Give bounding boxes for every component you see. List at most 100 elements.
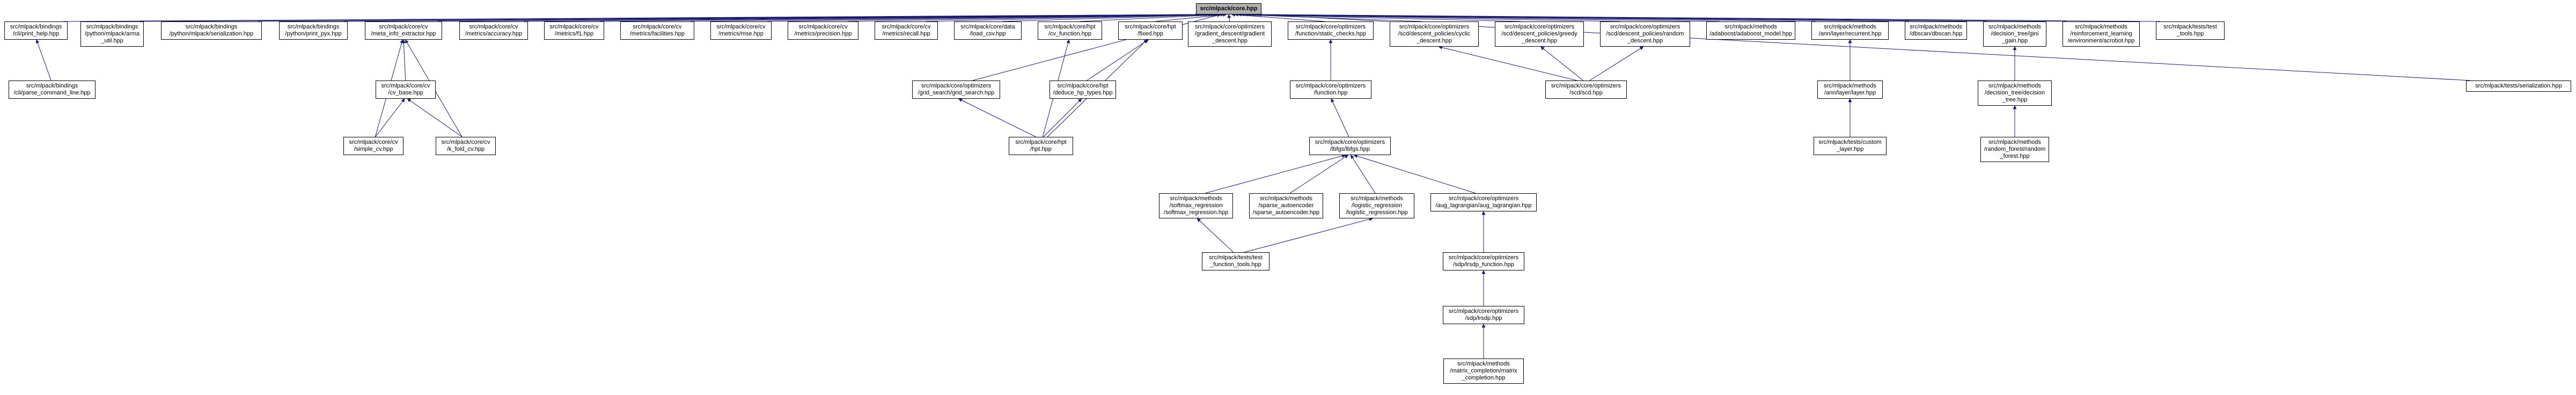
graph-node-hpt[interactable]: src/mlpack/core/hpt/hpt.hpp [1009,137,1073,155]
node-label-line: /adaboost/adaboost_model.hpp [1709,31,1793,37]
graph-node-gini_gain[interactable]: src/mlpack/methods/decision_tree/gini_ga… [1983,21,2046,47]
graph-node-scd[interactable]: src/mlpack/core/optimizers/scd/scd.hpp [1545,81,1627,99]
graph-node-lrsdp_function[interactable]: src/mlpack/core/optimizers/sdp/lrsdp_fun… [1443,252,1524,270]
node-label-line: /reinforcement_learning [2070,31,2132,37]
graph-edge-scd-to-random_descent [1589,46,1644,81]
graph-node-print_pyx[interactable]: src/mlpack/bindings/python/print_pyx.hpp [279,21,348,40]
node-label-line: /aug_lagrangian/aug_lagrangian.hpp [1435,202,1532,209]
graph-edge-recall-to-core [926,12,1220,22]
node-label-line: /function/static_checks.hpp [1295,31,1367,37]
current-file-node: src/mlpack/core.hpp [1196,3,1261,14]
graph-node-custom_layer[interactable]: src/mlpack/tests/custom_layer.hpp [1814,137,1887,155]
node-label-line: /random_forest/random [1984,146,2046,152]
node-label-line: src/mlpack/core/cv [549,24,599,30]
graph-edge-cyclic_descent-to-core [1234,12,1422,22]
node-label-line: /scd/scd.hpp [1569,90,1603,96]
graph-edge-hpt-to-grid_search [958,98,1036,137]
node-label-line: /cli/print_help.hpp [12,31,60,37]
graph-node-mse[interactable]: src/mlpack/core/cv/metrics/mse.hpp [710,21,772,40]
graph-node-lbfgs[interactable]: src/mlpack/core/optimizers/lbfgs/lbfgs.h… [1309,137,1391,155]
graph-node-decision_tree[interactable]: src/mlpack/methods/decision_tree/decisio… [1978,81,2052,106]
graph-node-cyclic_descent[interactable]: src/mlpack/core/optimizers/scd/descent_p… [1390,21,1479,47]
node-label-line: /environment/acrobot.hpp [2067,38,2135,44]
graph-node-py_serialization[interactable]: src/mlpack/bindings/python/mlpack/serial… [161,21,262,40]
node-label-line: /scd/descent_policies/cyclic [1398,31,1471,37]
graph-node-meta_info_extractor[interactable]: src/mlpack/core/cv/meta_info_extractor.h… [365,21,442,40]
node-label-line: src/mlpack/core/cv [381,83,430,89]
graph-node-k_fold_cv[interactable]: src/mlpack/core/cv/k_fold_cv.hpp [436,137,496,155]
graph-node-accuracy[interactable]: src/mlpack/core/cv/metrics/accuracy.hpp [459,21,528,40]
graph-node-precision[interactable]: src/mlpack/core/cv/metrics/precision.hpp [788,21,858,40]
graph-node-sparse_autoencoder[interactable]: src/mlpack/methods/sparse_autoencoder/sp… [1249,193,1323,218]
graph-edge-scd-to-greedy_descent [1540,46,1584,81]
node-label-line: _gain.hpp [2001,38,2028,44]
node-label-line: src/mlpack/core/cv [469,24,518,30]
node-label-line: /cv_base.hpp [388,90,423,96]
graph-node-random_descent[interactable]: src/mlpack/core/optimizers/scd/descent_p… [1600,21,1690,47]
graph-node-f1[interactable]: src/mlpack/core/cv/metrics/f1.hpp [544,21,604,40]
graph-node-load_csv[interactable]: src/mlpack/core/data/load_csv.hpp [954,21,1022,40]
node-label-line: /softmax_regression.hpp [1163,209,1229,216]
graph-node-static_checks[interactable]: src/mlpack/core/optimizers/function/stat… [1288,21,1374,40]
node-label-line: /scd/descent_policies/greedy [1501,31,1577,37]
node-label-line: /logistic_regression [1351,202,1403,209]
graph-node-cv_function[interactable]: src/mlpack/core/hpt/cv_function.hpp [1038,21,1102,40]
graph-node-gradient_descent[interactable]: src/mlpack/core/optimizers/gradient_desc… [1188,21,1272,47]
node-label-line: src/mlpack/tests/test [1209,254,1263,261]
graph-edge-gradient_descent-to-core [1227,14,1231,22]
node-label-line: /decision_tree/decision [1985,90,2045,96]
graph-node-recurrent[interactable]: src/mlpack/methods/ann/layer/recurrent.h… [1811,21,1889,40]
node-label-line: /matrix_completion/matrix [1450,368,1517,374]
graph-node-deduce_hp_types[interactable]: src/mlpack/core/hpt/deduce_hp_types.hpp [1050,81,1116,99]
node-label-line: src/mlpack/methods [2075,24,2127,30]
node-label-line: src/mlpack/bindings [185,24,238,30]
graph-node-facilities[interactable]: src/mlpack/core/cv/metrics/facilities.hp… [620,21,694,40]
node-label-line: src/mlpack/core/optimizers [1448,254,1519,261]
node-label-line: src/mlpack/methods [1988,24,2041,30]
node-label-line: /logistic_regression.hpp [1346,209,1408,216]
graph-node-aug_lagrangian[interactable]: src/mlpack/core/optimizers/aug_lagrangia… [1430,193,1537,211]
node-label-line: src/mlpack/bindings [10,24,62,30]
graph-node-test_tools[interactable]: src/mlpack/tests/test_tools.hpp [2156,21,2225,40]
graph-node-fixed[interactable]: src/mlpack/core/hpt/fixed.hpp [1118,21,1183,40]
graph-node-tests_serialization[interactable]: src/mlpack/tests/serialization.hpp [2466,81,2571,92]
graph-edge-lbfgs-to-function [1331,98,1349,137]
node-label-line: /metrics/mse.hpp [718,31,764,37]
graph-node-parse_command_line[interactable]: src/mlpack/bindings/cli/parse_command_li… [9,81,96,99]
node-label-line: /fixed.hpp [1137,31,1163,37]
graph-edge-simple_cv-to-cv_base [375,98,405,137]
graph-edge-deduce_hp_types-to-fixed [1087,39,1149,81]
graph-node-softmax_regression[interactable]: src/mlpack/methods/softmax_regression/so… [1159,193,1233,218]
graph-node-cv_base[interactable]: src/mlpack/core/cv/cv_base.hpp [376,81,436,99]
graph-node-adaboost_model[interactable]: src/mlpack/methods/adaboost/adaboost_mod… [1706,21,1795,40]
node-label-line: _util.hpp [101,38,123,44]
graph-node-grid_search[interactable]: src/mlpack/core/optimizers/grid_search/g… [912,81,1000,99]
graph-node-random_forest[interactable]: src/mlpack/methods/random_forest/random_… [1980,137,2049,162]
node-label-line: /function.hpp [1313,90,1348,96]
node-label-line: src/mlpack/core/optimizers [1295,83,1366,89]
graph-node-greedy_descent[interactable]: src/mlpack/core/optimizers/scd/descent_p… [1495,21,1584,47]
node-label-line: /metrics/f1.hpp [554,31,594,37]
graph-node-logistic_regression[interactable]: src/mlpack/methods/logistic_regression/l… [1339,193,1414,218]
node-label-line: /sdp/lrsdp.hpp [1465,315,1502,321]
graph-node-matrix_completion[interactable]: src/mlpack/methods/matrix_completion/mat… [1443,359,1524,384]
node-label-line: src/mlpack/tests/serialization.hpp [2475,83,2562,89]
graph-node-function[interactable]: src/mlpack/core/optimizers/function.hpp [1290,81,1371,99]
node-label-line: /hpt.hpp [1030,146,1052,152]
graph-node-recall[interactable]: src/mlpack/core/cv/metrics/recall.hpp [875,21,938,40]
graph-node-test_function_tools[interactable]: src/mlpack/tests/test_function_tools.hpp [1202,252,1269,270]
node-label-line: src/mlpack/tests/custom [1818,139,1882,145]
graph-node-print_help[interactable]: src/mlpack/bindings/cli/print_help.hpp [4,21,68,40]
node-label-line: src/mlpack/methods [1260,195,1312,202]
node-label-line: _tools.hpp [2176,31,2204,37]
node-label-line: _descent.hpp [1212,38,1248,44]
graph-node-acrobot[interactable]: src/mlpack/methods/reinforcement_learnin… [2063,21,2140,47]
graph-node-layer[interactable]: src/mlpack/methods/ann/layer/layer.hpp [1817,81,1883,99]
graph-node-arma_util[interactable]: src/mlpack/bindings/python/mlpack/arma_u… [80,21,144,47]
graph-edge-random_descent-to-core [1241,12,1620,22]
node-label-line: src/mlpack/core/optimizers [1551,83,1621,89]
graph-node-dbscan[interactable]: src/mlpack/methods/dbscan/dbscan.hpp [1905,21,1967,40]
graph-node-simple_cv[interactable]: src/mlpack/core/cv/simple_cv.hpp [343,137,403,155]
node-label-line: /cv_function.hpp [1048,31,1092,37]
graph-node-lrsdp[interactable]: src/mlpack/core/optimizers/sdp/lrsdp.hpp [1443,306,1524,324]
